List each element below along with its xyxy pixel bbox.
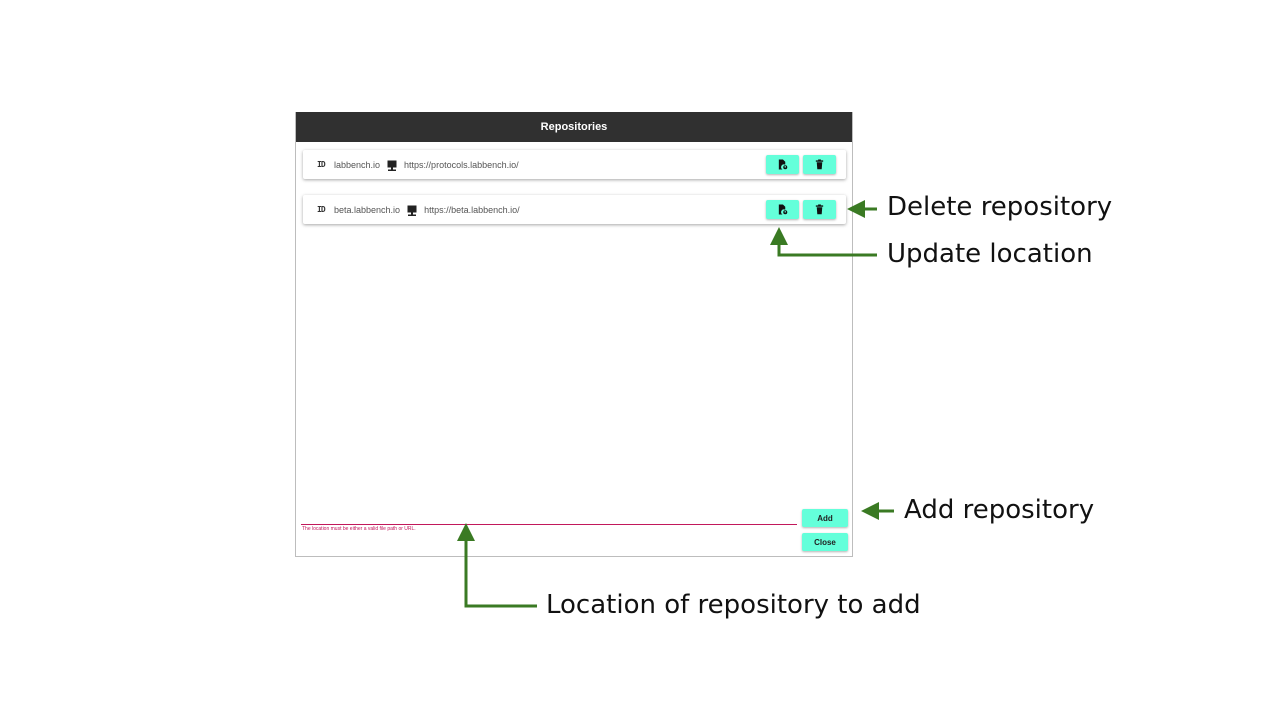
file-location-icon (778, 204, 788, 215)
trash-icon (815, 159, 824, 170)
close-button[interactable]: Close (802, 533, 848, 551)
update-location-button[interactable] (766, 155, 799, 174)
delete-repository-button[interactable] (803, 200, 836, 219)
add-button[interactable]: Add (802, 509, 848, 527)
dialog-title: Repositories (296, 112, 852, 142)
annotation-update-location: Update location (887, 239, 1093, 269)
repository-row: ID beta.labbench.io https://beta.labbenc… (303, 195, 846, 224)
update-location-button[interactable] (766, 200, 799, 219)
delete-repository-button[interactable] (803, 155, 836, 174)
id-icon: ID (317, 205, 326, 214)
row-actions (766, 200, 836, 219)
file-location-icon (778, 159, 788, 170)
computer-icon (406, 204, 418, 216)
repository-name: beta.labbench.io (334, 204, 401, 215)
repository-name: labbench.io (334, 159, 381, 170)
repository-row: ID labbench.io https://protocols.labbenc… (303, 150, 846, 179)
repository-url: https://beta.labbench.io/ (424, 204, 520, 215)
repository-url: https://protocols.labbench.io/ (404, 159, 519, 170)
annotation-add-repository: Add repository (904, 495, 1095, 525)
annotation-delete-repository: Delete repository (887, 192, 1113, 222)
id-icon: ID (317, 160, 326, 169)
annotation-location-to-add: Location of repository to add (546, 590, 921, 620)
location-error-message: The location must be either a valid file… (302, 526, 416, 532)
trash-icon (815, 204, 824, 215)
row-actions (766, 155, 836, 174)
repository-location-input[interactable] (301, 508, 797, 525)
repositories-dialog: Repositories ID labbench.io https://prot… (295, 112, 853, 557)
computer-icon (386, 159, 398, 171)
